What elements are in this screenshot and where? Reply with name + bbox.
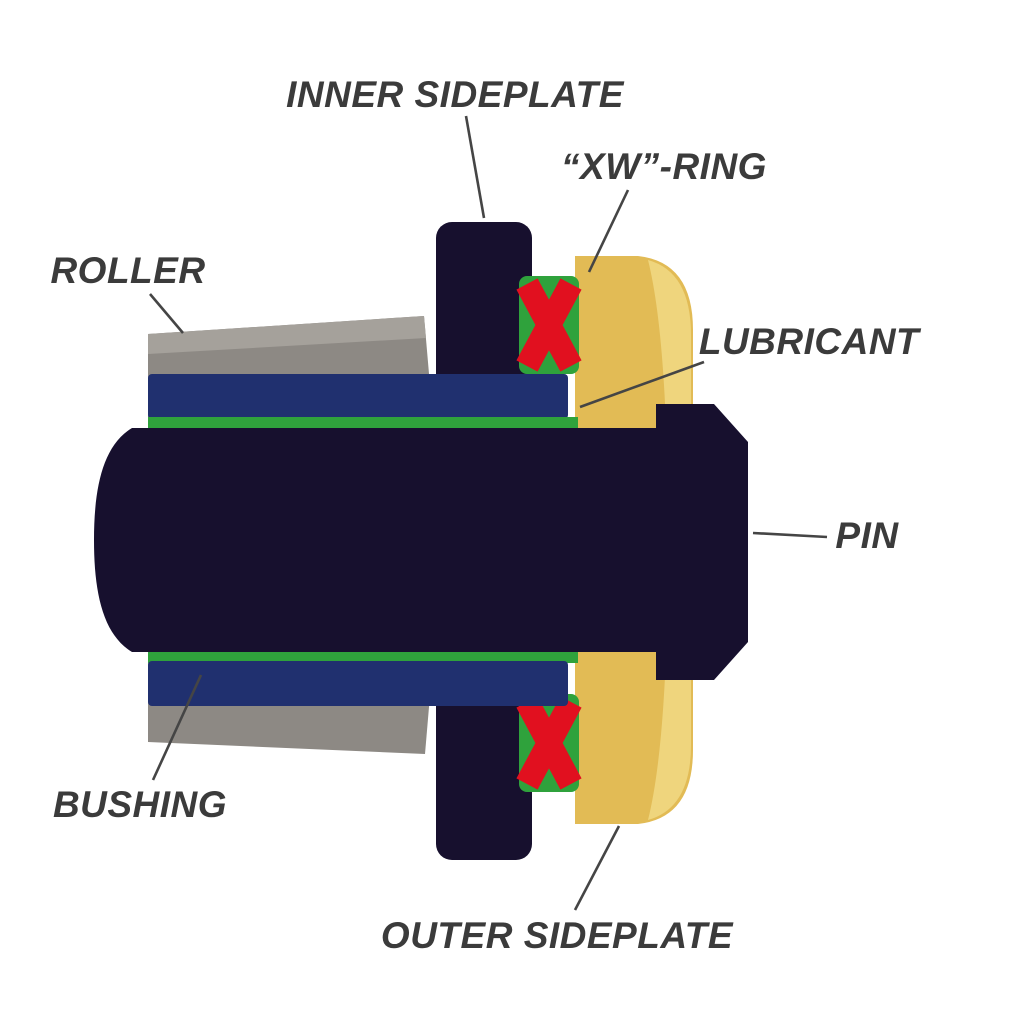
bushing-bottom-shape	[148, 661, 568, 706]
label-roller: ROLLER	[50, 250, 206, 291]
lubricant-top-shape	[148, 417, 578, 429]
label-xw-ring: “XW”-RING	[561, 146, 767, 187]
pin-shape	[94, 404, 748, 680]
leader-line-roller	[149, 293, 184, 334]
label-inner-sideplate: INNER SIDEPLATE	[286, 74, 624, 115]
leader-lines	[149, 115, 828, 911]
xw-ring-bottom-x-stroke-2	[516, 696, 582, 790]
leader-line-inner-sideplate	[464, 115, 486, 219]
leader-line-lubricant	[579, 360, 705, 409]
bushing-top-shape	[148, 374, 568, 419]
roller-top-highlight	[148, 316, 426, 354]
label-lubricant: LUBRICANT	[698, 321, 920, 362]
leader-line-pin	[752, 531, 828, 539]
xw-ring-top-x-stroke-2	[516, 278, 582, 372]
label-bushing: BUSHING	[52, 784, 228, 825]
leader-line-outer-sideplate	[573, 825, 621, 911]
lubricant-bottom-shape	[148, 651, 578, 663]
leader-line-xw-ring	[587, 189, 630, 273]
leader-line-bushing	[151, 674, 203, 781]
label-outer-sideplate: OUTER SIDEPLATE	[380, 915, 734, 956]
label-pin: PIN	[835, 515, 899, 556]
